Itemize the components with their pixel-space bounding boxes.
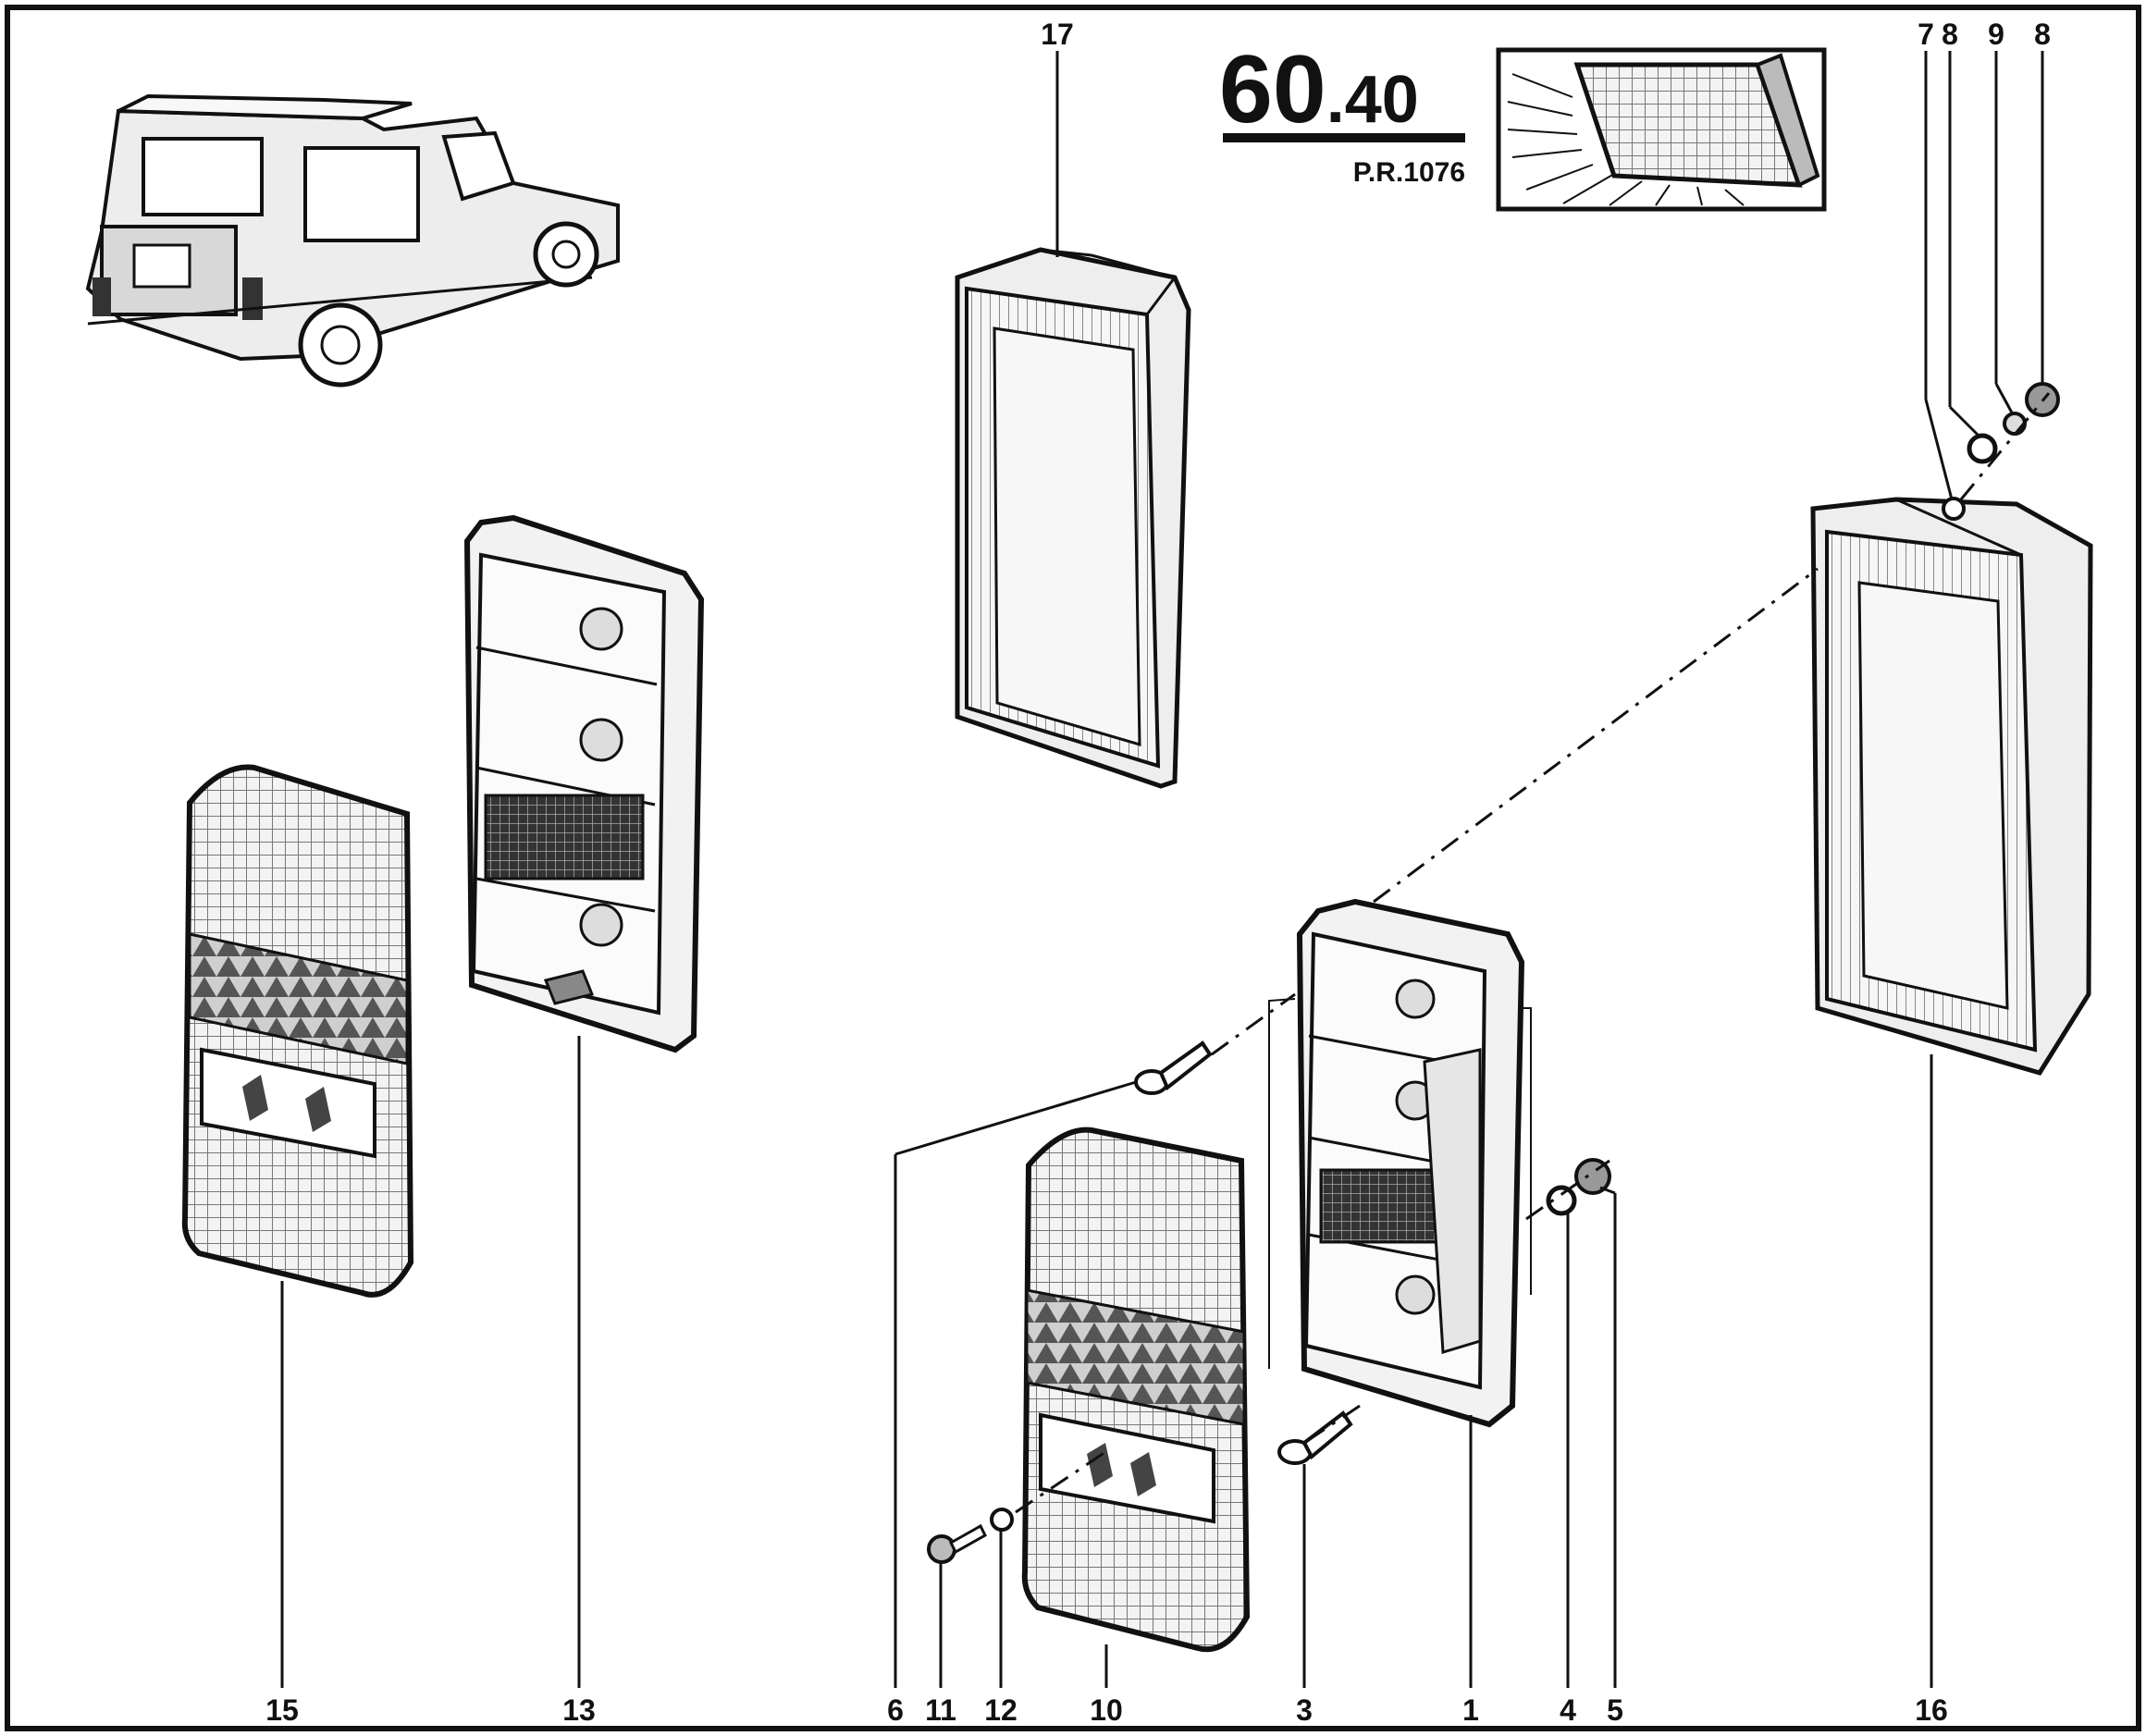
callout-11: 11	[925, 1693, 956, 1727]
part-15-lens	[181, 764, 414, 1298]
callout-7: 7	[1918, 18, 1934, 51]
callout-16: 16	[1915, 1693, 1948, 1727]
section-underline	[1223, 133, 1465, 142]
part-9-lockwasher	[2003, 412, 2027, 436]
part-6-screw	[1134, 1040, 1213, 1095]
callout-6: 6	[887, 1693, 904, 1727]
page-border	[5, 5, 2141, 1731]
vehicle-illustration	[85, 93, 620, 388]
section-heading: 60.40 P.R.1076	[1219, 36, 1465, 188]
callouts: 17 7 8 9 8 15 13 6 11 12 10 3 1 4 5 16	[265, 18, 2051, 1727]
part-17-seal	[955, 247, 1191, 789]
callout-1: 1	[1462, 1693, 1479, 1727]
part-1-lamp-body	[1268, 898, 1532, 1428]
part-10-lens	[1021, 1127, 1251, 1653]
callout-8a: 8	[1942, 18, 1958, 51]
callout-8b: 8	[2034, 18, 2051, 51]
part-11-screw	[927, 1523, 987, 1564]
leader-lines	[280, 51, 2044, 1688]
callout-9: 9	[1988, 18, 2004, 51]
callout-4: 4	[1560, 1693, 1576, 1727]
part-3-screw	[1277, 1410, 1353, 1465]
callout-3: 3	[1296, 1693, 1313, 1727]
part-12-washer	[990, 1508, 1014, 1532]
callout-13: 13	[562, 1693, 596, 1727]
callout-17: 17	[1041, 18, 1074, 51]
section-number: 60.40	[1219, 36, 1419, 143]
callout-5: 5	[1607, 1693, 1623, 1727]
part-8-washer	[1967, 433, 1998, 464]
callout-10: 10	[1090, 1693, 1123, 1727]
callout-15: 15	[265, 1693, 299, 1727]
part-13-lamp-body	[463, 514, 705, 1053]
part-7-washer	[1942, 497, 1966, 521]
assembly-axes	[1015, 392, 2051, 1514]
part-4-washer	[1546, 1185, 1577, 1216]
part-16-seal	[1810, 497, 2093, 1076]
reference-code: P.R.1076	[1353, 157, 1465, 188]
callout-12: 12	[984, 1693, 1018, 1727]
lamp-thumbnail	[1496, 47, 1827, 212]
